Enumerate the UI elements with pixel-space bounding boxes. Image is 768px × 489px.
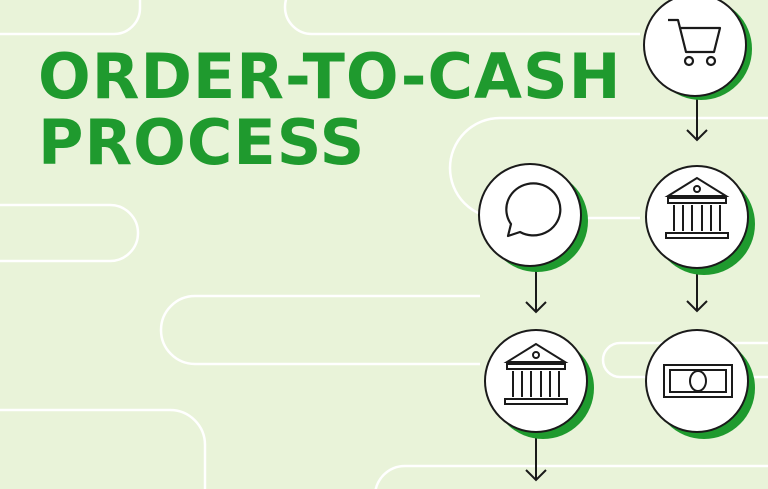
bank-icon xyxy=(664,176,730,239)
arrow-message-to-bank xyxy=(525,270,547,314)
bg-pill xyxy=(0,0,142,36)
bg-pill xyxy=(159,294,480,366)
arrow-bank-down xyxy=(525,438,547,482)
node-message xyxy=(478,163,588,272)
shopping-cart-icon xyxy=(668,18,722,67)
flow-arrows xyxy=(525,98,708,482)
chat-bubble-icon xyxy=(505,182,562,238)
bg-pill xyxy=(0,203,140,263)
arrow-bank-to-payment xyxy=(686,268,708,313)
arrow-order-to-bank xyxy=(686,98,708,142)
title-line-2: PROCESS xyxy=(38,106,366,179)
page-title: ORDER-TO-CASH PROCESS xyxy=(38,44,622,176)
node-order xyxy=(643,0,752,100)
bg-pill xyxy=(0,408,207,489)
bg-pill xyxy=(283,0,640,36)
node-bank-1 xyxy=(645,165,755,275)
node-bank-2 xyxy=(484,329,594,439)
bank-icon xyxy=(503,342,569,405)
title-line-1: ORDER-TO-CASH xyxy=(38,40,622,113)
bg-pill xyxy=(374,464,768,489)
bg-pill xyxy=(601,341,768,379)
node-payment xyxy=(645,329,755,439)
banknote-icon xyxy=(663,364,733,398)
